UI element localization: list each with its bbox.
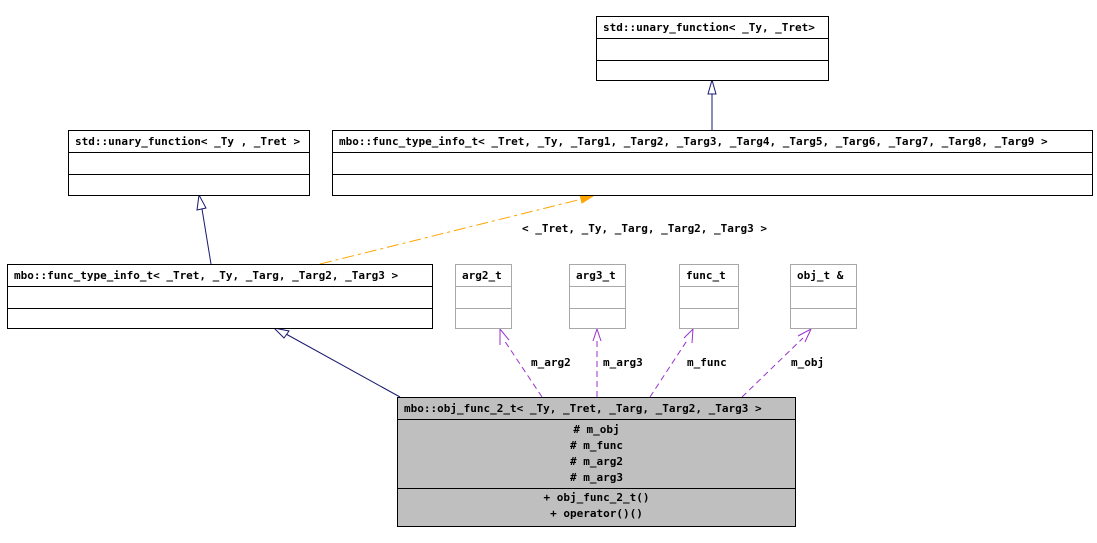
attribute-section <box>791 286 856 308</box>
usage-label-m-obj: m_obj <box>791 356 825 369</box>
method-operator-call: + operator()() <box>550 507 643 520</box>
inheritance-arrowhead <box>272 327 290 339</box>
class-title: mbo::obj_func_2_t< _Ty, _Tret, _Targ, _T… <box>404 402 762 415</box>
usage-arrowhead <box>683 327 694 344</box>
class-title: mbo::func_type_info_t< _Tret, _Ty, _Targ… <box>14 269 399 282</box>
attribute-section <box>570 286 625 308</box>
inheritance-arrowhead <box>196 193 207 211</box>
attribute-m-func: # m_func <box>570 439 623 452</box>
attribute-m-obj: # m_obj <box>573 423 620 436</box>
method-section <box>456 308 511 329</box>
method-section <box>597 60 828 81</box>
inheritance-edge-func-type-info-5 <box>201 208 212 265</box>
method-section <box>570 308 625 329</box>
class-obj-func-2-t[interactable]: mbo::obj_func_2_t< _Ty, _Tret, _Targ, _T… <box>397 397 796 527</box>
usage-edge-m-obj <box>741 337 804 398</box>
class-func-type-info-t-5[interactable]: mbo::func_type_info_t< _Tret, _Ty, _Targ… <box>7 264 433 329</box>
class-std-unary-function-tret[interactable]: std::unary_function< _Ty, _Tret> <box>596 16 829 81</box>
attribute-section <box>69 152 309 174</box>
usage-label-m-arg2: m_arg2 <box>531 356 571 369</box>
class-obj-t-ref[interactable]: obj_t & <box>790 264 857 329</box>
method-section <box>8 308 432 329</box>
usage-edge-m-func <box>649 338 689 398</box>
method-section <box>333 174 1092 196</box>
class-arg3-t[interactable]: arg3_t <box>569 264 626 329</box>
attribute-section: # m_obj # m_func # m_arg2 # m_arg3 <box>398 419 795 488</box>
class-func-t[interactable]: func_t <box>679 264 739 329</box>
attribute-section <box>333 152 1092 174</box>
inheritance-edge-obj-func <box>285 333 401 398</box>
attribute-section <box>456 286 511 308</box>
class-title: arg2_t <box>462 269 502 282</box>
method-section <box>680 308 738 329</box>
usage-arrowhead <box>592 327 602 342</box>
method-section <box>69 174 309 196</box>
usage-arrowhead <box>499 327 510 345</box>
class-arg2-t[interactable]: arg2_t <box>455 264 512 329</box>
class-title: arg3_t <box>576 269 616 282</box>
inheritance-arrowhead <box>707 78 717 95</box>
usage-arrowhead <box>797 327 813 343</box>
attribute-m-arg3: # m_arg3 <box>570 471 623 484</box>
method-section: + obj_func_2_t() + operator()() <box>398 488 795 526</box>
class-std-unary-function-ty-tret[interactable]: std::unary_function< _Ty , _Tret > <box>68 130 310 196</box>
attribute-section <box>597 38 828 60</box>
attribute-section <box>680 286 738 308</box>
template-arrowhead <box>579 194 595 204</box>
class-title: std::unary_function< _Ty , _Tret > <box>75 135 301 148</box>
class-title: std::unary_function< _Ty, _Tret> <box>603 21 815 34</box>
usage-edge-m-arg2 <box>503 339 543 398</box>
class-title: obj_t & <box>797 269 844 282</box>
template-binding-label: < _Tret, _Ty, _Targ, _Targ2, _Targ3 > <box>522 222 768 235</box>
attribute-m-arg2: # m_arg2 <box>570 455 623 468</box>
method-constructor: + obj_func_2_t() <box>543 491 650 504</box>
class-func-type-info-t-9[interactable]: mbo::func_type_info_t< _Tret, _Ty, _Targ… <box>332 130 1093 196</box>
class-title: mbo::func_type_info_t< _Tret, _Ty, _Targ… <box>339 135 1048 148</box>
template-instance-edge <box>319 198 583 265</box>
class-title: func_t <box>686 269 726 282</box>
usage-label-m-func: m_func <box>687 356 727 369</box>
attribute-section <box>8 286 432 308</box>
usage-label-m-arg3: m_arg3 <box>603 356 643 369</box>
method-section <box>791 308 856 329</box>
